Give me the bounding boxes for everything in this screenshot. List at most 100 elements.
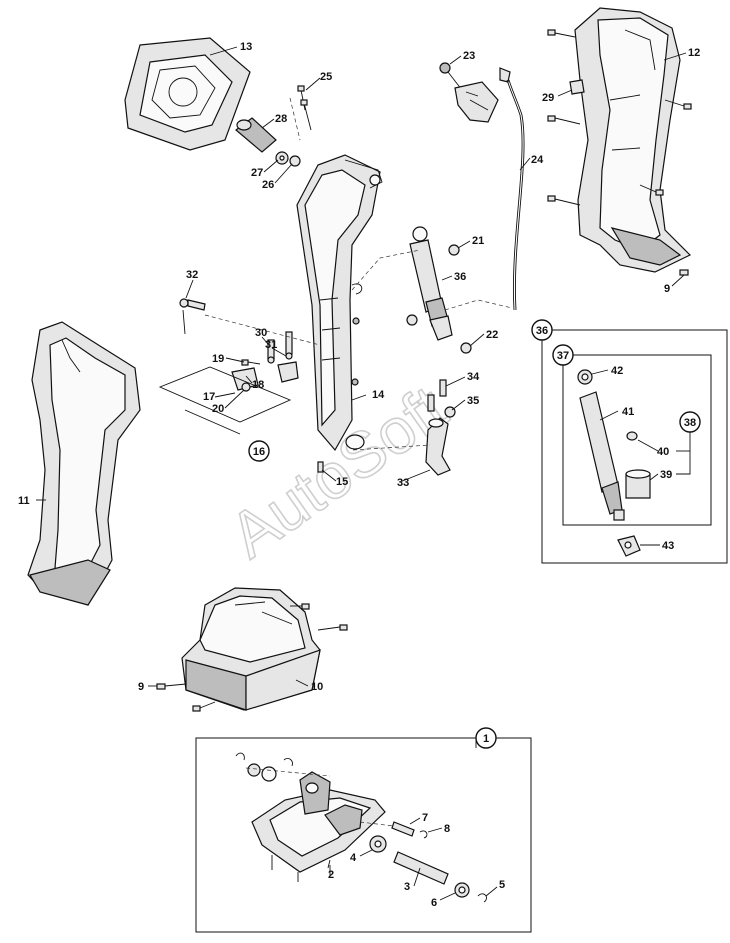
callout-42: 42 (611, 365, 623, 377)
assembly-line-c (444, 299, 513, 311)
part-12-screws (547, 29, 692, 206)
svg-text:16: 16 (253, 446, 265, 458)
assembly-line-e (289, 97, 301, 141)
callout-14: 14 (372, 389, 385, 401)
part-2-housing (251, 771, 386, 882)
part-41-cylinder (579, 391, 625, 521)
callout-34: 34 (467, 371, 480, 383)
callout-23: 23 (463, 50, 475, 62)
part-20-nut (241, 382, 251, 392)
callout-21: 21 (472, 235, 484, 247)
part-34-screws (427, 379, 447, 412)
callout-2: 2 (328, 869, 334, 881)
part-9-screw-bottom (156, 683, 187, 690)
svg-text:37: 37 (557, 350, 569, 362)
circled-label-16: 16 (248, 440, 270, 462)
circled-label-36: 36 (531, 319, 553, 341)
callout-20: 20 (212, 403, 224, 415)
part-7-pin (391, 821, 415, 837)
circled-label-37: 37 (552, 344, 574, 366)
part-8-clip (419, 830, 428, 839)
svg-text:38: 38 (684, 417, 696, 429)
callout-13: 13 (240, 41, 252, 53)
part-29-clip (569, 79, 585, 95)
callout-15: 15 (336, 476, 348, 488)
part-12-cover (574, 7, 692, 273)
callout-24: 24 (531, 154, 544, 166)
callout-43: 43 (662, 540, 674, 552)
part-18-bracket (231, 361, 299, 391)
callout-8: 8 (444, 823, 450, 835)
callout-4: 4 (350, 852, 357, 864)
callout-7: 7 (422, 812, 428, 824)
callout-5: 5 (499, 879, 505, 891)
callout-39: 39 (660, 469, 672, 481)
callout-17: 17 (203, 391, 215, 403)
part-39-sleeve (625, 469, 651, 499)
part-33-bracket (425, 417, 451, 476)
svg-text:1: 1 (483, 733, 489, 745)
callout-12: 12 (688, 47, 700, 59)
circled-label-38: 38 (679, 411, 701, 433)
part-19-screw (241, 359, 261, 366)
part-10-screws (192, 603, 348, 712)
detail-box-1 (195, 737, 532, 933)
assembly-line-g (359, 821, 395, 827)
assembly-line-a (204, 314, 321, 346)
circled-label-1: 1 (475, 727, 497, 749)
part-13-cap (124, 37, 251, 151)
part-26-nut (289, 155, 301, 167)
part-10-base (181, 587, 321, 711)
callout-25: 25 (320, 71, 332, 83)
part-14-column (296, 154, 383, 452)
callout-9-top: 9 (664, 283, 670, 295)
callout-6: 6 (431, 897, 437, 909)
callout-18: 18 (252, 379, 264, 391)
part-rings-top (235, 752, 293, 782)
part-15-screw (317, 461, 324, 473)
part-28-knob (235, 117, 277, 153)
part-30-31-screws (267, 331, 293, 364)
part-24-cable (499, 67, 525, 311)
callout-30: 30 (255, 327, 267, 339)
callout-31: 31 (265, 339, 277, 351)
part-17-plate (158, 366, 292, 423)
callout-22: 22 (486, 329, 498, 341)
callout-10: 10 (311, 681, 323, 693)
part-25-screws (297, 85, 312, 131)
part-11-cover (27, 321, 141, 606)
callout-11: 11 (18, 495, 30, 507)
part-3-shaft (393, 851, 449, 885)
part-40-ring (626, 431, 638, 441)
part-5-clip (477, 893, 487, 903)
callout-27: 27 (251, 167, 263, 179)
callout-29: 29 (542, 92, 554, 104)
part-4-bushing (369, 835, 387, 853)
callout-19: 19 (212, 353, 224, 365)
part-9-screw-top (679, 269, 689, 276)
part-27-washer (275, 151, 289, 165)
assembly-line-d (352, 444, 431, 451)
part-32-pin (179, 298, 206, 335)
callout-41: 41 (622, 406, 634, 418)
svg-text:36: 36 (536, 325, 548, 337)
part-43-fitting (617, 535, 641, 557)
part-6-washer (454, 882, 470, 898)
detail-box-37 (562, 354, 712, 526)
callout-3: 3 (404, 881, 410, 893)
detail-box-36 (541, 329, 728, 564)
callout-28: 28 (275, 113, 287, 125)
callout-32: 32 (186, 269, 198, 281)
leader-lines (36, 46, 691, 901)
callout-40: 40 (657, 446, 669, 458)
part-36-strut (406, 226, 472, 354)
callout-36: 36 (454, 271, 466, 283)
assembly-line-b (351, 249, 421, 291)
callout-35: 35 (467, 395, 479, 407)
part-42-eye (577, 369, 593, 385)
callout-33: 33 (397, 477, 409, 489)
part-23-switch (439, 62, 499, 123)
callout-26: 26 (262, 179, 274, 191)
callout-9-bottom: 9 (138, 681, 144, 693)
